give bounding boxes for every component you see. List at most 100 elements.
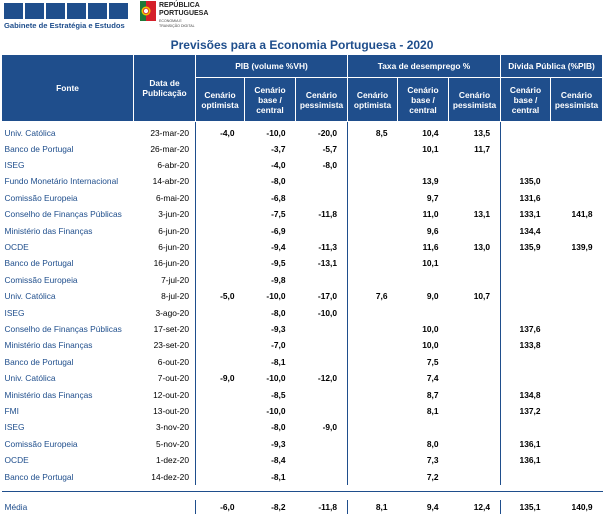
cell-value: 7,3 xyxy=(426,455,439,466)
cell-fonte: Banco de Portugal xyxy=(4,143,74,154)
cell-value xyxy=(449,337,501,353)
cell-value xyxy=(449,272,501,288)
cell-data: 3-jun-20 xyxy=(158,209,189,220)
cell-value: 7,4 xyxy=(426,373,439,384)
cell-value xyxy=(551,255,603,271)
cell-fonte: FMI xyxy=(4,405,19,416)
cell-value xyxy=(296,452,348,468)
cell-value xyxy=(551,419,603,435)
cell-value: -3,7 xyxy=(271,143,286,154)
cell-value xyxy=(347,402,398,420)
cell-value xyxy=(398,272,449,288)
cell-value: -6,9 xyxy=(271,225,286,236)
cell-value xyxy=(195,435,245,452)
cell-value: 10,4 xyxy=(422,127,439,138)
cell-value xyxy=(500,288,551,305)
cell-value xyxy=(296,468,348,484)
cell-value: -8,0 xyxy=(271,422,286,433)
cell-value xyxy=(195,238,245,256)
cell-value: 136,1 xyxy=(500,451,551,469)
cell-value xyxy=(195,337,245,354)
cell-value: 13,0 xyxy=(473,242,491,253)
cell-data: 6-out-20 xyxy=(157,356,189,367)
gee-logo: Gabinete de Estratégia e Estudos xyxy=(4,3,139,30)
cell-value xyxy=(347,222,398,239)
group-header-pib: PIB (volume %VH) xyxy=(194,54,349,78)
cell-value: 137,2 xyxy=(500,402,551,420)
rp-sub1: ECONOMIA E xyxy=(159,19,182,23)
cell-value: 8,0 xyxy=(426,438,439,449)
cell-value: 134,8 xyxy=(500,386,551,403)
republica-portuguesa-logo: REPÚBLICA PORTUGUESA ECONOMIA E TRANSIÇÃ… xyxy=(140,1,240,31)
cell-value: 9,4 xyxy=(426,501,439,512)
cell-value xyxy=(551,403,603,419)
cell-value xyxy=(551,222,603,238)
cell-value xyxy=(398,304,449,320)
cell-fonte: Conselho de Finanças Públicas xyxy=(4,209,122,220)
cell-value: -4,0 xyxy=(195,121,245,141)
cell-value xyxy=(195,206,245,223)
cell-value: -9,0 xyxy=(322,422,338,433)
cell-value: 133,8 xyxy=(500,337,551,354)
cell-value xyxy=(449,190,501,206)
cell-value: -9,8 xyxy=(271,274,286,285)
cell-data: 7-jul-20 xyxy=(161,274,189,285)
cell-value xyxy=(195,271,245,289)
cell-value xyxy=(296,173,348,189)
rp-line2: PORTUGUESA xyxy=(159,10,209,17)
cell-value: 13,9 xyxy=(422,176,439,187)
cell-value xyxy=(347,238,398,256)
cell-data: 23-mar-20 xyxy=(150,127,189,138)
cell-value xyxy=(449,452,501,468)
cell-value: -10,0 xyxy=(266,291,286,302)
cell-value: -4,0 xyxy=(271,160,286,171)
cell-value xyxy=(449,436,501,452)
cell-value xyxy=(347,156,398,174)
cell-value: 133,1 xyxy=(500,206,551,223)
cell-value: 131,6 xyxy=(500,189,551,207)
cell-value xyxy=(347,386,398,403)
cell-fonte: OCDE xyxy=(4,455,29,466)
cell-value xyxy=(195,140,245,157)
sub-header-pib-pessimista: Cenário pessimista xyxy=(294,77,349,122)
cell-value xyxy=(347,419,398,436)
cell-value: 134,4 xyxy=(500,222,551,239)
cell-value xyxy=(347,206,398,223)
sub-header-desemp-pessimista: Cenário pessimista xyxy=(448,77,502,122)
cell-value xyxy=(551,288,603,304)
cell-value: -11,3 xyxy=(318,242,338,253)
cell-value xyxy=(449,222,501,238)
cell-value xyxy=(551,304,603,320)
cell-data: 7-out-20 xyxy=(157,373,189,384)
cell-value xyxy=(195,156,245,174)
cell-data: 6-mai-20 xyxy=(155,192,189,203)
cell-value: 13,1 xyxy=(473,209,491,220)
cell-value: -9,3 xyxy=(271,438,286,449)
cell-value xyxy=(195,222,245,239)
cell-value xyxy=(296,321,348,337)
cell-value xyxy=(500,156,551,174)
cell-value: -7,5 xyxy=(271,209,286,220)
cell-value xyxy=(296,354,348,370)
cell-value xyxy=(449,419,501,435)
sub-header-desemp-otimista: Cenário optimista xyxy=(347,77,399,122)
portugal-emblem-icon xyxy=(140,1,156,21)
cell-value xyxy=(296,386,348,402)
cell-data: 8-jul-20 xyxy=(161,291,189,302)
org-name: Gabinete de Estratégia e Estudos xyxy=(4,21,125,30)
cell-fonte: OCDE xyxy=(4,242,29,253)
cell-fonte: Fundo Monetário Internacional xyxy=(4,176,119,187)
cell-value xyxy=(449,468,501,484)
cell-value xyxy=(347,468,398,485)
cell-value xyxy=(449,386,501,402)
cell-value: 7,2 xyxy=(426,471,439,482)
